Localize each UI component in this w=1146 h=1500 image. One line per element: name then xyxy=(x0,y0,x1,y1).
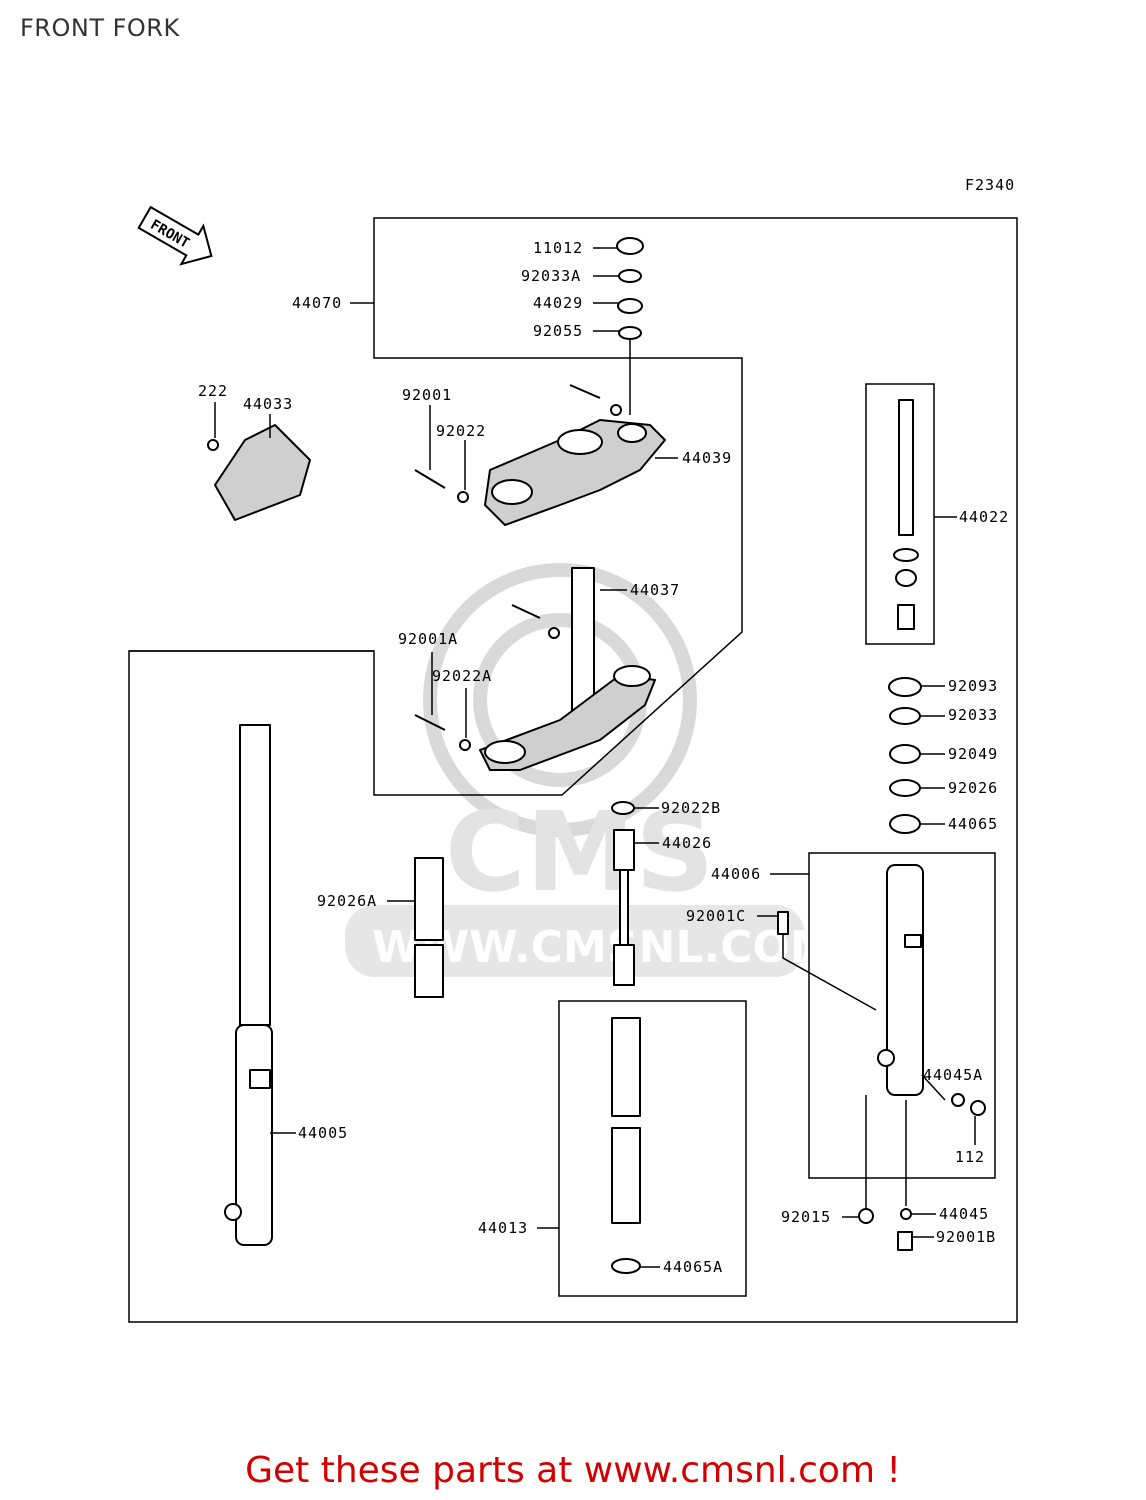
part-label-44005: 44005 xyxy=(298,1124,348,1142)
part-label-222: 222 xyxy=(198,382,228,400)
assembly-boundary xyxy=(128,217,1018,1323)
fork-spring xyxy=(613,829,635,986)
part-label-92001b: 92001B xyxy=(936,1228,996,1246)
part-label-92033a: 92033A xyxy=(521,267,581,285)
bracket xyxy=(214,424,311,521)
top-bridge xyxy=(484,419,666,526)
fork-inner-box xyxy=(558,1000,747,1297)
part-label-92026a: 92026A xyxy=(317,892,377,910)
part-label-112: 112 xyxy=(955,1148,985,1166)
part-label-44029: 44029 xyxy=(533,294,583,312)
fork-leg-right xyxy=(777,864,986,1251)
part-label-92049: 92049 xyxy=(948,745,998,763)
watermark-logo: CMS WWW.CMSNL.COM xyxy=(345,563,834,977)
part-label-44013: 44013 xyxy=(478,1219,528,1237)
part-label-44065a: 44065A xyxy=(663,1258,723,1276)
part-label-44065: 44065 xyxy=(948,815,998,833)
part-label-92022a: 92022A xyxy=(432,667,492,685)
part-label-92001a: 92001A xyxy=(398,630,458,648)
part-label-92001: 92001 xyxy=(402,386,452,404)
page-title: FRONT FORK xyxy=(20,14,180,42)
part-label-44033: 44033 xyxy=(243,395,293,413)
cap-parts xyxy=(616,237,644,340)
bottom-bridge xyxy=(479,567,656,771)
part-label-44039: 44039 xyxy=(682,449,732,467)
part-label-92093: 92093 xyxy=(948,677,998,695)
damper-box xyxy=(865,383,935,645)
bolts xyxy=(207,384,622,751)
part-label-92015: 92015 xyxy=(781,1208,831,1226)
front-arrow-icon: FRONT xyxy=(137,205,213,266)
part-label-92055: 92055 xyxy=(533,322,583,340)
watermark-brand: CMS xyxy=(445,788,714,916)
call-to-action-link[interactable]: Get these parts at www.cmsnl.com ! xyxy=(245,1450,901,1491)
part-label-92022b: 92022B xyxy=(661,799,721,817)
figure-code: F2340 xyxy=(965,176,1015,194)
fork-leg-left xyxy=(224,724,273,1246)
part-label-44070: 44070 xyxy=(292,294,342,312)
part-label-44006: 44006 xyxy=(711,865,761,883)
part-label-92026: 92026 xyxy=(948,779,998,797)
inner-tube xyxy=(611,1017,641,1274)
parts-diagram: CMS WWW.CMSNL.COM F2340 FRONT xyxy=(128,176,1018,1323)
damper-rod xyxy=(893,399,919,630)
leader-lines xyxy=(214,247,976,1268)
part-label-11012: 11012 xyxy=(533,239,583,257)
part-label-44037: 44037 xyxy=(630,581,680,599)
part-label-44022: 44022 xyxy=(959,508,1009,526)
part-label-92022: 92022 xyxy=(436,422,486,440)
part-label-92001c: 92001C xyxy=(686,907,746,925)
part-label-44045: 44045 xyxy=(939,1205,989,1223)
watermark-url: WWW.CMSNL.COM xyxy=(372,922,834,973)
part-label-44026: 44026 xyxy=(662,834,712,852)
part-labels: 11012 92033A 44029 92055 44070 222 44033… xyxy=(198,239,1009,1276)
seals xyxy=(611,677,922,834)
fork-outer-box xyxy=(808,852,996,1179)
spacer-tube xyxy=(414,857,444,998)
part-label-92033: 92033 xyxy=(948,706,998,724)
part-label-44045a: 44045A xyxy=(923,1066,983,1084)
